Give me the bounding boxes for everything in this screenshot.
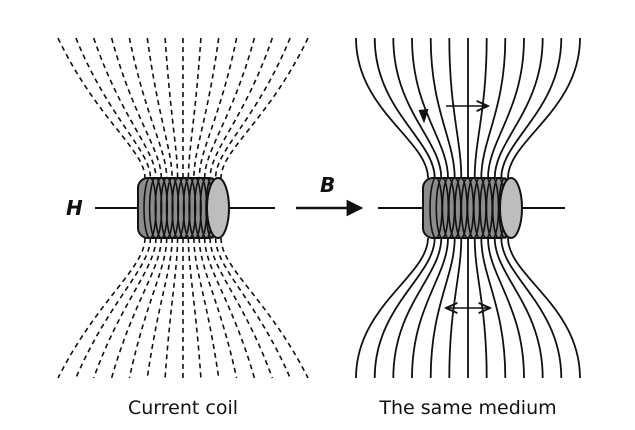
field-line-top — [75, 37, 152, 179]
field-line-bottom — [448, 237, 463, 379]
field-line-bottom — [75, 237, 152, 379]
field-line-bottom — [92, 237, 157, 379]
field-line-bottom — [493, 237, 544, 379]
field-line-top — [373, 37, 436, 179]
field-line-top — [507, 37, 581, 179]
field-line-bottom — [487, 237, 525, 379]
field-line-top — [411, 37, 449, 179]
field-line-top — [392, 37, 443, 179]
field-line-bottom — [203, 237, 256, 379]
right-coil — [422, 177, 523, 239]
field-direction-arrow-icon — [418, 108, 429, 124]
b-field-label: B — [320, 173, 335, 197]
field-line-top — [355, 37, 429, 179]
field-line-bottom — [128, 237, 168, 379]
field-line-bottom — [411, 237, 449, 379]
field-line-top — [429, 37, 456, 179]
field-line-top — [214, 37, 291, 179]
left-coil — [137, 177, 230, 239]
field-line-bottom — [209, 237, 274, 379]
field-line-bottom — [429, 237, 456, 379]
right-field-lines — [355, 37, 581, 379]
field-line-top — [473, 37, 488, 179]
field-line-bottom — [57, 237, 146, 379]
field-line-top — [164, 37, 179, 179]
field-line-bottom — [355, 237, 429, 379]
field-line-bottom — [193, 237, 220, 379]
field-line-bottom — [480, 237, 507, 379]
h-field-label: H — [66, 196, 83, 220]
field-line-top — [203, 37, 256, 179]
field-line-top — [198, 37, 238, 179]
field-line-bottom — [373, 237, 436, 379]
field-line-top — [146, 37, 173, 179]
field-line-top — [487, 37, 525, 179]
field-line-bottom — [500, 237, 563, 379]
field-line-top — [187, 37, 202, 179]
field-line-bottom — [198, 237, 238, 379]
field-line-top — [448, 37, 463, 179]
field-line-bottom — [110, 237, 163, 379]
field-line-bottom — [220, 237, 309, 379]
field-line-bottom — [473, 237, 488, 379]
field-line-top — [193, 37, 220, 179]
field-line-top — [110, 37, 163, 179]
field-line-top — [493, 37, 544, 179]
field-line-bottom — [507, 237, 581, 379]
left-field-lines — [57, 37, 309, 379]
right-caption: The same medium — [378, 397, 556, 419]
field-line-bottom — [164, 237, 179, 379]
field-line-top — [220, 37, 309, 179]
field-line-bottom — [392, 237, 443, 379]
field-line-top — [480, 37, 507, 179]
field-line-bottom — [214, 237, 291, 379]
field-line-top — [92, 37, 157, 179]
field-line-top — [57, 37, 146, 179]
field-line-top — [128, 37, 168, 179]
field-line-bottom — [146, 237, 173, 379]
field-line-top — [500, 37, 563, 179]
field-line-top — [209, 37, 274, 179]
left-caption: Current coil — [128, 397, 238, 419]
field-line-bottom — [187, 237, 202, 379]
